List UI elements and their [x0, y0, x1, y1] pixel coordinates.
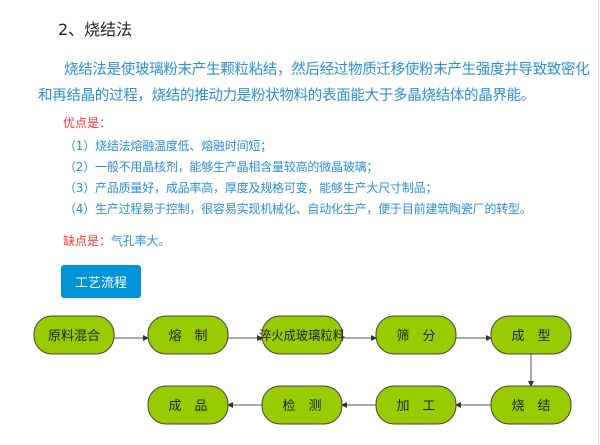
flow-step-label: 淬火成玻璃粒料 [259, 329, 345, 344]
flow-step: 原料混合 [33, 315, 115, 355]
advantage-item: （2）一般不用晶核剂，能够生产晶相含量较高的微晶玻璃； [64, 160, 379, 174]
flow-step: 熔 制 [147, 315, 229, 355]
flow-step-label: 成 型 [511, 329, 550, 344]
advantage-item: （1）烧结法熔融温度低、熔融时间短； [64, 139, 273, 153]
flow-step: 成 品 [147, 385, 229, 425]
scrollbar-edge [598, 0, 599, 445]
flow-step-label: 原料混合 [48, 329, 100, 344]
process-flow-button[interactable]: 工艺流程 [61, 265, 141, 298]
flow-step: 烧 结 [490, 385, 572, 425]
flow-step-box [375, 385, 457, 425]
flow-step-label: 检 测 [282, 399, 321, 414]
flow-step-label: 加 工 [396, 399, 435, 414]
flow-step-label: 烧 结 [511, 399, 550, 414]
advantages-label: 优点是： [63, 116, 112, 130]
disadvantage-text: 气孔率大。 [111, 234, 171, 248]
flow-step-box [490, 315, 572, 355]
flow-step-label: 成 品 [168, 399, 207, 414]
intro-line-1: 烧结法是使玻璃粉末产生颗粒粘结，然后经过物质迁移使粉末产生强度并导致致密化 [64, 62, 590, 78]
flow-step-box [261, 315, 343, 355]
flow-step-box [261, 385, 343, 425]
flow-step-box [490, 385, 572, 425]
advantage-item: （4）生产过程易于控制，很容易实现机械化、自动化生产，便于目前建筑陶瓷厂的转型。 [64, 202, 532, 216]
flow-step: 淬火成玻璃粒料 [259, 315, 345, 355]
flow-step: 检 测 [261, 385, 343, 425]
flow-step-box [147, 385, 229, 425]
section-heading: 2、烧结法 [58, 20, 133, 39]
flow-step: 加 工 [375, 385, 457, 425]
disadvantage-label: 缺点是： [63, 234, 112, 248]
flow-step-box [147, 315, 229, 355]
advantage-item: （3）产品质量好，成品率高，厚度及规格可变，能够生产大尺寸制品； [64, 181, 438, 195]
flow-step-box [375, 315, 457, 355]
flow-step: 成 型 [490, 315, 572, 355]
intro-line-2: 和再结晶的过程，烧结的推动力是粉状物料的表面能大于多晶烧结体的晶界能。 [38, 88, 535, 104]
flow-step: 筛 分 [375, 315, 457, 355]
flow-step-label: 熔 制 [168, 329, 207, 344]
flow-step-box [33, 315, 115, 355]
flow-step-label: 筛 分 [396, 329, 435, 344]
